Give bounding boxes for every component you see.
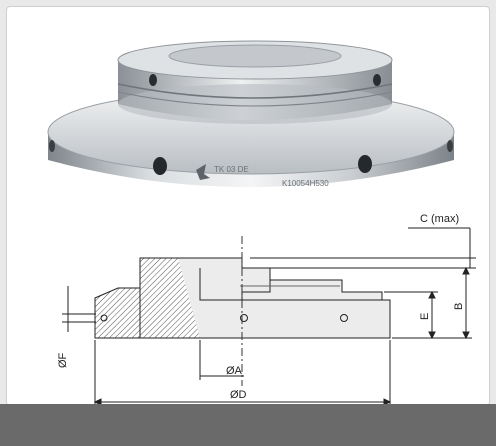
label-b: B: [453, 303, 465, 310]
engraving-line-2: K10054H530: [282, 179, 329, 188]
label-c-max: C (max): [420, 213, 459, 225]
label-e: E: [419, 313, 431, 320]
manufacturer-logo-icon: [196, 164, 210, 180]
label-dia-f: ØF: [57, 352, 69, 368]
technical-drawing: [62, 227, 476, 410]
section-hole-1: [240, 314, 248, 322]
outline-body: [178, 257, 391, 339]
rim-hole-2: [358, 155, 372, 173]
hub-bore: [168, 44, 342, 68]
section-hole-2: [340, 314, 348, 322]
section-hole-f: [100, 314, 108, 322]
footer-bar: [0, 404, 496, 446]
rim-hole-1: [153, 157, 167, 175]
label-dia-a: ØA: [226, 365, 243, 377]
hub-hole-left: [149, 74, 157, 86]
section-flange: [94, 287, 141, 339]
hub-hole-right: [373, 74, 381, 86]
engraving-line-1: TK 03 DE: [214, 165, 249, 174]
rim-hole-3: [49, 140, 55, 152]
label-dia-d: ØD: [230, 389, 247, 401]
part-photo: TK 03 DE K10054H530: [47, 40, 455, 188]
rim-hole-4: [447, 140, 453, 152]
